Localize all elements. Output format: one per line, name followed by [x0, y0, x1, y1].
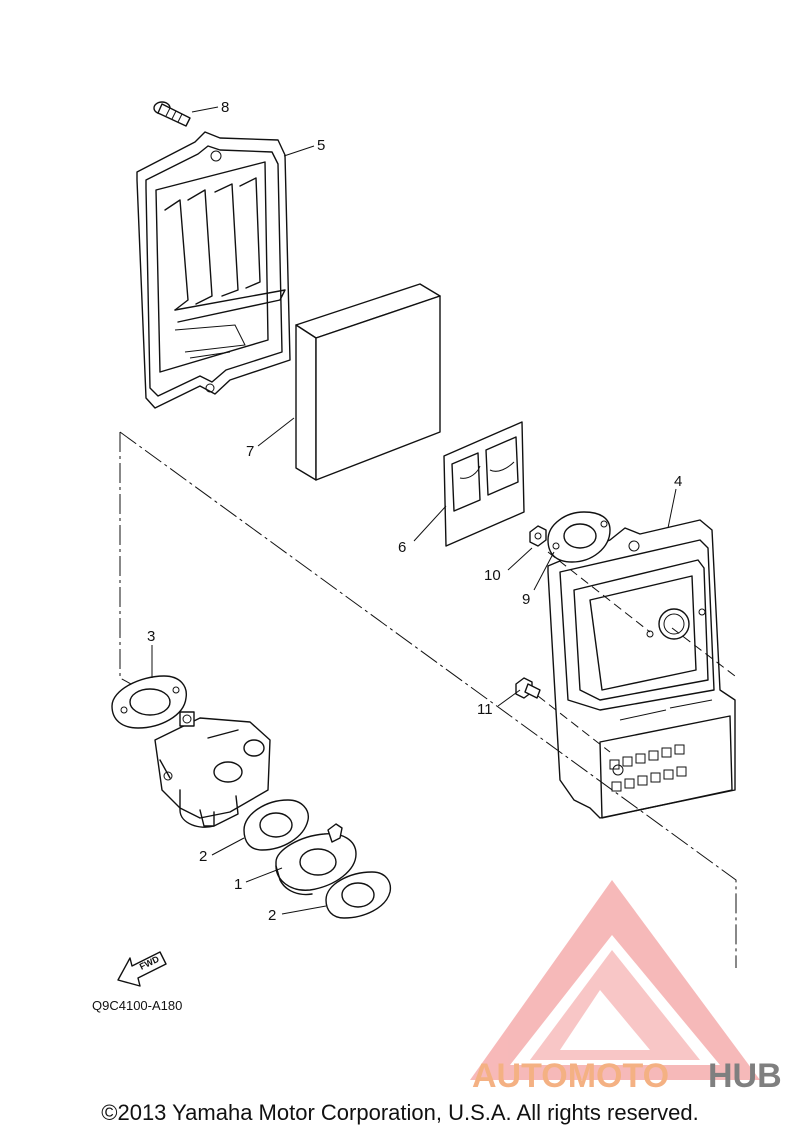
part-4-case-cover: [547, 519, 736, 819]
cover-vent-slots: [609, 744, 687, 792]
part-2-gasket-lower: [325, 871, 392, 919]
callout-2-lower: 2: [268, 907, 276, 924]
watermark-text-hub: HUB: [708, 1057, 782, 1095]
leader-lines: [151, 106, 677, 915]
part-6-joint: [443, 421, 525, 547]
callout-11: 11: [477, 701, 493, 718]
diagram-code: Q9C4100-A180: [92, 998, 182, 1013]
part-2-gasket-upper: [243, 799, 309, 851]
callout-8: 8: [221, 99, 229, 116]
part-7-element: [295, 283, 441, 481]
part-3-gasket: [111, 675, 187, 729]
fwd-arrow-icon: FWD: [117, 951, 167, 987]
part-5-air-cleaner-case: [136, 131, 291, 409]
watermark-logo: [470, 880, 760, 1080]
alignment-lines: [119, 431, 737, 968]
callout-7: 7: [246, 443, 254, 460]
callout-5: 5: [317, 137, 325, 154]
copyright-text: ©2013 Yamaha Motor Corporation, U.S.A. A…: [101, 1100, 699, 1125]
callout-1: 1: [234, 876, 242, 893]
watermark-triangle-inner: [510, 935, 720, 1065]
callout-9: 9: [522, 591, 530, 608]
callout-3: 3: [147, 628, 155, 645]
callout-10: 10: [484, 567, 501, 584]
part-9-gasket: [547, 511, 611, 563]
part-11-bolt: [515, 677, 541, 699]
carburetor: [154, 711, 271, 828]
callout-labels: 8 5 7 4 6 10 9 3 11 2 1 2: [147, 99, 682, 924]
watermark-text-automoto: AUTOMOTO: [472, 1057, 669, 1095]
callout-6: 6: [398, 539, 406, 556]
part-8-screw: [153, 101, 191, 127]
part-10-nut: [529, 525, 547, 547]
part-1-joint: [275, 823, 357, 896]
callout-2-upper: 2: [199, 848, 207, 865]
callout-4: 4: [674, 473, 682, 490]
